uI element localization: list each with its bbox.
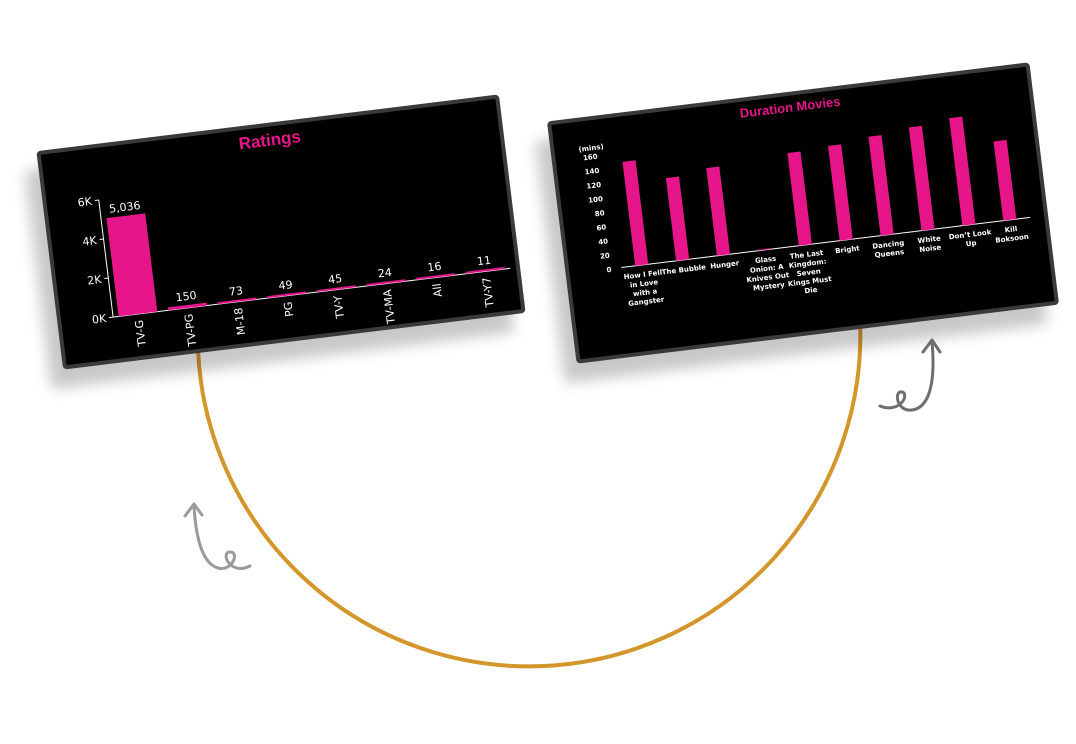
duration-bar <box>868 135 894 236</box>
curl-arrow-icon <box>183 502 252 570</box>
ratings-x-tick-label: All <box>430 283 445 298</box>
duration-x-tick-label-line: Hunger <box>710 259 740 271</box>
duration-x-tick-label: Hunger <box>710 259 740 271</box>
duration-y-tick-label: 160 <box>583 153 599 163</box>
duration-x-tick-label: Bright <box>835 244 861 255</box>
curl-arrow-right-icon <box>878 338 942 412</box>
duration-y-axis-label: (mins) <box>578 143 604 154</box>
ratings-data-label: 24 <box>377 266 392 281</box>
duration-bar <box>787 151 812 246</box>
ratings-bar <box>267 291 307 299</box>
ratings-y-tick-label: 6K <box>77 195 93 210</box>
ratings-x-tick-label: M-18 <box>232 307 248 336</box>
duration-bar <box>706 166 731 256</box>
ratings-bar <box>416 273 456 280</box>
ratings-y-tick-label: 4K <box>82 234 98 249</box>
duration-x-tick-label: Don’t LookUp <box>948 228 993 250</box>
duration-x-tick-label: The Bubble <box>661 263 706 276</box>
ratings-bar <box>217 297 257 305</box>
duration-y-tick-label: 20 <box>600 252 611 261</box>
duration-x-tick-label: GlassOnion: AKnives OutMystery <box>744 253 792 293</box>
ratings-y-tick-label: 2K <box>87 273 103 288</box>
ratings-x-tick-label: PG <box>282 301 297 318</box>
duration-x-tick-label-line: Kill <box>1004 225 1018 234</box>
duration-bar <box>908 125 935 231</box>
duration-y-tick-label: 0 <box>606 266 612 275</box>
ratings-data-label: 11 <box>476 254 491 269</box>
duration-y-tick-label: 80 <box>594 209 605 218</box>
duration-y-tick-label: 60 <box>596 223 607 232</box>
ratings-data-label: 16 <box>427 260 442 275</box>
duration-x-tick-label: DancingQueens <box>872 239 906 260</box>
duration-x-tick-label-line: Dancing <box>872 239 905 251</box>
duration-y-tick-label: 120 <box>586 181 602 191</box>
duration-x-tick-label-line: Seven <box>796 267 821 278</box>
duration-x-tick-label-line: Die <box>804 286 818 296</box>
duration-bar <box>949 116 976 226</box>
ratings-y-tick-label: 0K <box>91 312 107 327</box>
duration-x-tick-label-line: with a <box>633 287 658 298</box>
ratings-x-tick-label: TV-Y7 <box>480 276 497 308</box>
duration-x-tick-label-line: Bright <box>835 244 861 255</box>
ratings-bar <box>106 213 158 317</box>
ratings-x-tick-label: TV-G <box>133 319 149 348</box>
duration-bar <box>757 248 771 251</box>
duration-bar <box>828 144 853 241</box>
duration-x-tick-label-line: Queens <box>874 248 904 260</box>
ratings-x-tick-label: TV-Y <box>331 294 347 320</box>
ratings-data-label: 150 <box>175 289 197 304</box>
ratings-x-tick-label: TV-MA <box>381 288 398 325</box>
duration-x-tick-label-line: The Bubble <box>661 263 706 276</box>
connector-arc-path <box>196 319 863 669</box>
ratings-bar <box>465 267 505 274</box>
ratings-data-label: 49 <box>278 278 293 293</box>
duration-y-tick-label: 40 <box>598 237 609 246</box>
duration-y-tick-label: 100 <box>588 195 604 205</box>
duration-x-tick-label-line: Glass <box>755 255 777 266</box>
ratings-data-label: 73 <box>228 284 243 299</box>
duration-x-tick-label-line: White <box>917 234 941 245</box>
duration-bar <box>665 176 690 261</box>
duration-x-tick-label: How I Fellin Lovewith aGangster <box>623 269 666 308</box>
ratings-x-axis <box>113 267 511 318</box>
ratings-bar <box>366 279 406 286</box>
duration-x-tick-label: KillBoksoon <box>994 224 1029 245</box>
duration-x-tick-label: WhiteNoise <box>917 234 942 254</box>
ratings-x-tick-label: TV-PG <box>182 313 199 348</box>
duration-bar <box>993 139 1017 221</box>
duration-x-tick-label-line: Boksoon <box>995 233 1029 245</box>
duration-x-tick-label: The LastKingdom:SevenKings MustDie <box>784 248 834 297</box>
ratings-data-label: 5,036 <box>108 199 141 216</box>
duration-x-tick-label-line: Mystery <box>753 281 786 293</box>
duration-y-tick-label: 140 <box>584 167 600 177</box>
duration-x-tick-label-line: Up <box>965 239 977 248</box>
ratings-data-label: 45 <box>327 272 342 287</box>
ratings-y-axis <box>98 199 114 318</box>
duration-bar <box>622 160 649 266</box>
duration-x-tick-label-line: Noise <box>919 243 942 254</box>
duration-x-tick-label-line: in Love <box>629 278 658 289</box>
duration-x-axis <box>621 216 1031 269</box>
ratings-bar <box>316 285 356 293</box>
ratings-bar <box>167 302 207 311</box>
